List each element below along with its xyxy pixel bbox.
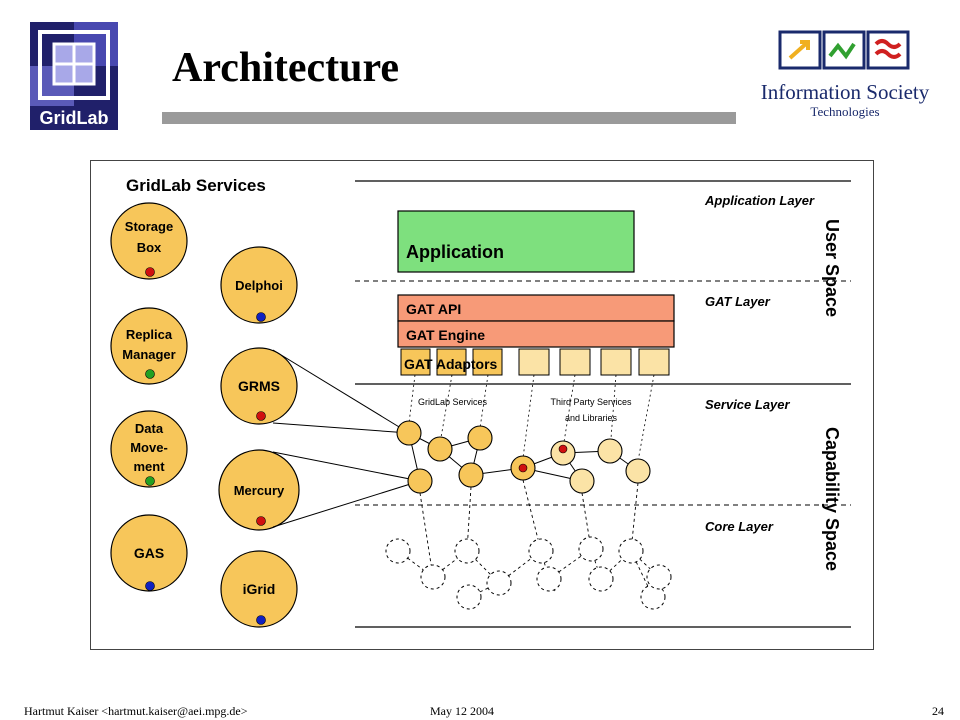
layer-label-gat: GAT Layer	[705, 294, 771, 309]
service-label-line: GRMS	[238, 378, 280, 394]
layer-label-core: Core Layer	[705, 519, 774, 534]
status-dot	[145, 267, 155, 277]
service-layer-nodes	[396, 420, 651, 494]
slide-title: Architecture	[172, 45, 400, 91]
service-label-line: ment	[133, 459, 165, 474]
footer-author: Hartmut Kaiser <hartmut.kaiser@aei.mpg.d…	[24, 704, 248, 718]
status-dot	[256, 615, 266, 625]
ist-logo-line2: Technologies	[810, 104, 880, 119]
gat-adaptors-label: GAT Adaptors	[404, 356, 498, 372]
service-replica-manager: Replica Manager	[110, 307, 188, 385]
layer-label-service: Service Layer	[705, 397, 791, 412]
services-title: GridLab Services	[126, 176, 266, 195]
status-dot	[256, 312, 266, 322]
gat-engine-box	[397, 320, 675, 348]
ist-logo: Information Society Technologies	[750, 28, 940, 128]
gridlab-logo: GridLab	[30, 22, 150, 132]
service-label-line: iGrid	[243, 581, 276, 597]
ist-logo-line1: Information Society	[760, 80, 930, 104]
title-underline-bar	[162, 112, 736, 124]
status-dot	[145, 476, 155, 486]
service-grms: GRMS	[220, 347, 298, 425]
service-igrid: iGrid	[220, 550, 298, 628]
third-party-label-line2: and Libraries	[565, 413, 618, 423]
space-label-capability: Capability Space	[822, 427, 842, 571]
gat-adaptor-boxes	[400, 348, 670, 376]
architecture-diagram: GridLab Services Storage Box Replica Man…	[90, 160, 874, 650]
application-box-label: Application	[406, 242, 504, 262]
service-label-line: Manager	[122, 347, 175, 362]
third-party-label-line1: Third Party Services	[550, 397, 632, 407]
gridlab-logo-text: GridLab	[39, 108, 108, 128]
architecture-diagram-svg: GridLab Services Storage Box Replica Man…	[110, 176, 851, 628]
service-data-movement: Data Move- ment	[110, 410, 188, 488]
service-label-line: GAS	[134, 545, 164, 561]
ist-logo-icons	[778, 30, 910, 70]
service-label-line: Storage	[125, 219, 173, 234]
gat-api-label: GAT API	[406, 301, 461, 317]
gridlab-services-small-label: GridLab Services	[418, 397, 488, 407]
service-storage-box: Storage Box	[110, 202, 188, 280]
application-box	[397, 210, 635, 273]
service-gas: GAS	[110, 514, 188, 592]
service-label-line: Data	[135, 421, 164, 436]
service-mercury: Mercury	[218, 449, 300, 531]
core-layer-nodes	[385, 536, 672, 610]
status-dot	[145, 581, 155, 591]
gat-api-box	[397, 294, 675, 322]
layer-label-application: Application Layer	[704, 193, 815, 208]
service-label-line: Box	[137, 240, 162, 255]
space-label-user: User Space	[822, 219, 842, 317]
service-label-line: Move-	[130, 440, 168, 455]
service-label-line: Delphoi	[235, 278, 283, 293]
status-dot	[256, 411, 266, 421]
service-delphoi: Delphoi	[220, 246, 298, 324]
footer-page-number: 24	[932, 704, 944, 718]
service-label-line: Mercury	[234, 483, 285, 498]
gat-engine-label: GAT Engine	[406, 327, 485, 343]
footer-date: May 12 2004	[430, 704, 494, 718]
service-label-line: Replica	[126, 327, 173, 342]
status-dot	[145, 369, 155, 379]
status-dot	[256, 516, 266, 526]
